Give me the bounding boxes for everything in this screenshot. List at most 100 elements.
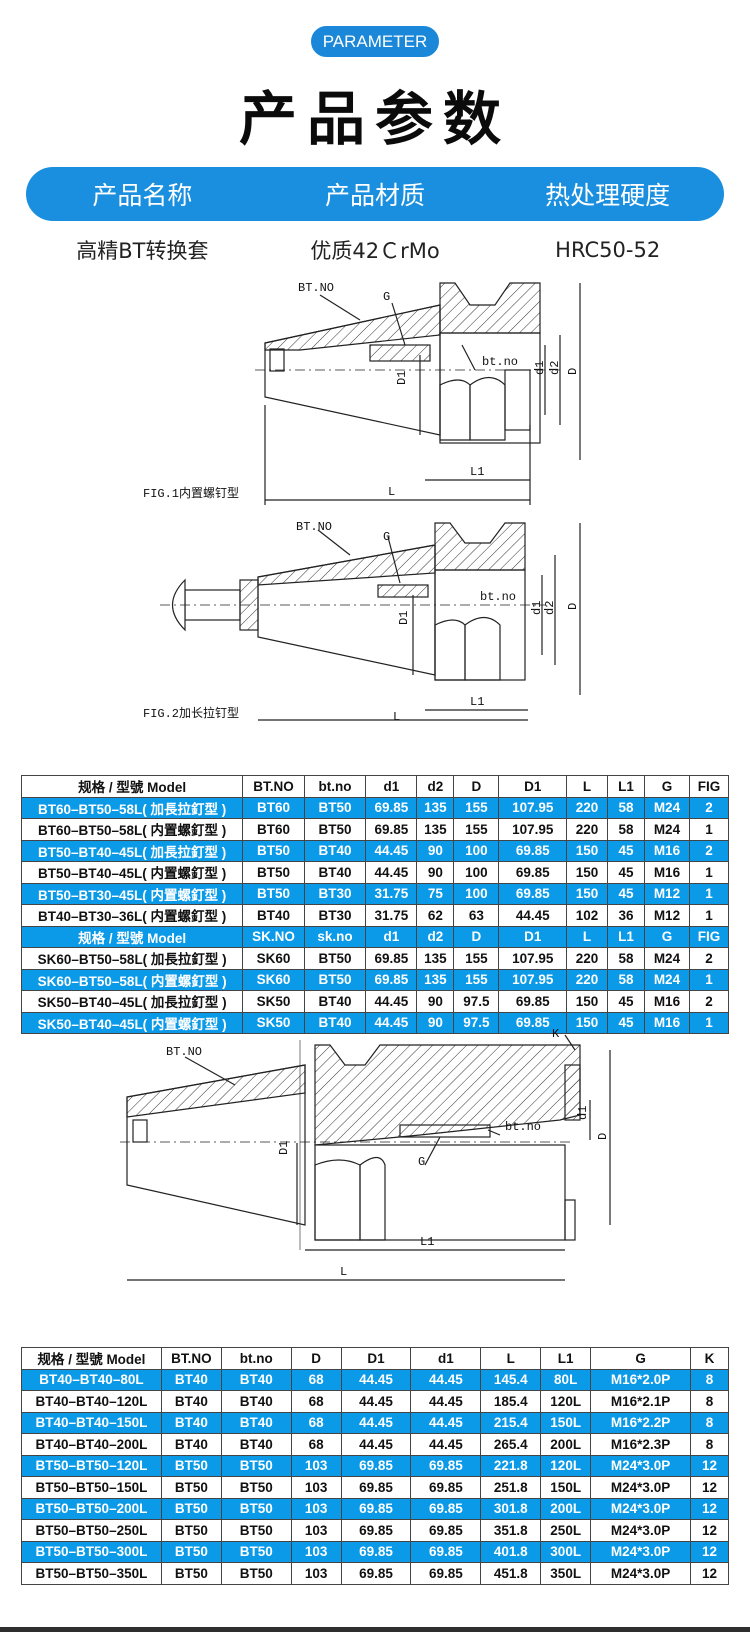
table-cell: 68 xyxy=(290,1433,342,1456)
table-cell: 2 xyxy=(688,796,730,819)
table-cell: d1 xyxy=(365,775,418,798)
fig1-label-D: D xyxy=(566,368,580,375)
table-cell: 107.95 xyxy=(498,796,568,819)
table-cell: 69.85 xyxy=(340,1454,412,1477)
table-cell: BT40–BT30–36L( 内置螺釘型 ) xyxy=(20,904,244,927)
table-cell: 107.95 xyxy=(498,947,568,970)
table-cell: M16 xyxy=(643,839,690,862)
table-cell: 120L xyxy=(540,1390,592,1413)
table-cell: 68 xyxy=(290,1411,342,1434)
table-cell: BT50 xyxy=(242,882,305,905)
table-cell: M16*2.1P xyxy=(590,1390,691,1413)
table-cell: BT40 xyxy=(220,1411,292,1434)
info-value-name: 高精BT转换套 xyxy=(76,239,209,263)
table-cell: M16 xyxy=(643,1011,690,1034)
table-cell: BT50 xyxy=(303,947,367,970)
info-header-bar: 产品名称 产品材质 热处理硬度 xyxy=(26,167,724,221)
info-label-material: 产品材质 xyxy=(325,181,426,210)
table-cell: 69.85 xyxy=(340,1519,412,1542)
fig1-caption: FIG.1内置螺钉型 xyxy=(143,486,239,501)
table-cell: 1 xyxy=(688,818,730,841)
fig2-label-D1: D1 xyxy=(397,611,411,625)
table-cell: 规格 / 型號 Model xyxy=(20,925,244,948)
table-cell: 69.85 xyxy=(498,990,568,1013)
table-cell: bt.no xyxy=(220,1347,292,1370)
table-cell: 107.95 xyxy=(498,968,568,991)
table-cell: 100 xyxy=(453,861,500,884)
table-cell: 31.75 xyxy=(365,904,418,927)
table-cell: BT50 xyxy=(220,1519,292,1542)
fig2-label-D: D xyxy=(566,603,580,610)
table-cell: 36 xyxy=(607,904,645,927)
table-cell: 44.45 xyxy=(365,990,418,1013)
table-cell: 58 xyxy=(607,968,645,991)
fig3-label-d1: d1 xyxy=(576,1106,590,1120)
table-cell: 62 xyxy=(416,904,455,927)
table-cell: BT40–BT40–80L xyxy=(21,1368,162,1391)
table-cell: SK.NO xyxy=(242,925,305,948)
table-cell: BT40 xyxy=(160,1390,222,1413)
fig3-diagram: BT.NO K bt.no G D1 d1 D L1 L xyxy=(0,1025,750,1345)
table-cell: 69.85 xyxy=(410,1454,482,1477)
table-cell: 301.8 xyxy=(480,1497,542,1520)
table-cell: BT40 xyxy=(303,839,367,862)
table-cell: 120L xyxy=(540,1454,592,1477)
table-cell: BT40–BT40–200L xyxy=(21,1433,162,1456)
table-cell: BT60–BT50–58L( 内置螺釘型 ) xyxy=(20,818,244,841)
table-cell: 44.45 xyxy=(365,1011,418,1034)
table-cell: BT60–BT50–58L( 加長拉釘型 ) xyxy=(20,796,244,819)
table-cell: 44.45 xyxy=(410,1411,482,1434)
table-cell: 12 xyxy=(690,1497,729,1520)
table-cell: BT50 xyxy=(303,818,367,841)
table-cell: BT50–BT30–45L( 内置螺釘型 ) xyxy=(20,882,244,905)
table-cell: 63 xyxy=(453,904,500,927)
table-cell: 44.45 xyxy=(340,1433,412,1456)
table-cell: BT40 xyxy=(220,1390,292,1413)
table-cell: 102 xyxy=(566,904,609,927)
table-cell: BT50 xyxy=(303,796,367,819)
table-cell: M24 xyxy=(643,947,690,970)
table-cell: 100 xyxy=(453,839,500,862)
table-cell: BT30 xyxy=(303,882,367,905)
table-cell: BT50 xyxy=(160,1540,222,1563)
fig3-label-btno: BT.NO xyxy=(166,1045,202,1059)
table-cell: 45 xyxy=(607,990,645,1013)
table-cell: 69.85 xyxy=(498,861,568,884)
table-cell: 69.85 xyxy=(340,1540,412,1563)
table-cell: BT50 xyxy=(160,1497,222,1520)
fig1-label-L1: L1 xyxy=(470,465,484,479)
fig2-label-L1: L1 xyxy=(470,695,484,709)
table-cell: 97.5 xyxy=(453,990,500,1013)
table-cell: 103 xyxy=(290,1562,342,1585)
table-cell: 12 xyxy=(690,1562,729,1585)
table-cell: 145.4 xyxy=(480,1368,542,1391)
table-cell: 1 xyxy=(688,861,730,884)
table-cell: BT40 xyxy=(160,1368,222,1391)
table-cell: BT40 xyxy=(303,990,367,1013)
table-cell: BT50–BT50–250L xyxy=(21,1519,162,1542)
table-cell: 221.8 xyxy=(480,1454,542,1477)
table-cell: 90 xyxy=(416,839,455,862)
table-cell: 69.85 xyxy=(340,1476,412,1499)
table-cell: 69.85 xyxy=(410,1540,482,1563)
info-values-row: 高精BT转换套 优质42ＣrMo HRC50-52 xyxy=(26,232,724,268)
table-cell: 100 xyxy=(453,882,500,905)
table-cell: BT50 xyxy=(160,1519,222,1542)
table-cell: 107.95 xyxy=(498,818,568,841)
table-cell: L1 xyxy=(607,775,645,798)
table-cell: 44.45 xyxy=(365,839,418,862)
table-cell: 12 xyxy=(690,1540,729,1563)
table-cell: L1 xyxy=(540,1347,592,1370)
